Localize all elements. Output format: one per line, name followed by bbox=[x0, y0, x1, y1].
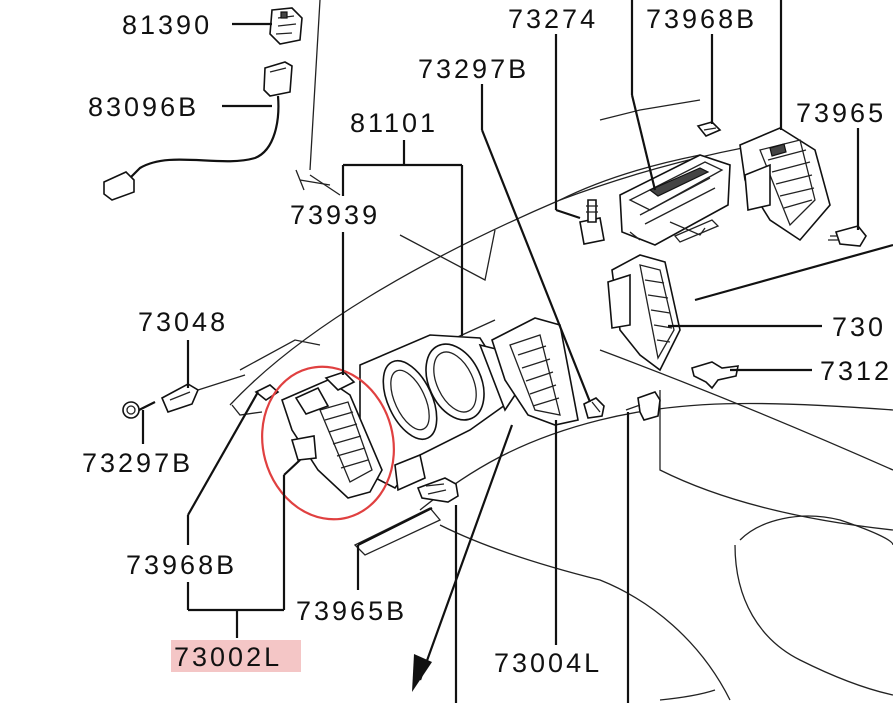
label-73939: 73939 bbox=[290, 200, 380, 230]
label-81101: 81101 bbox=[350, 108, 438, 138]
part-73965B-screw bbox=[416, 477, 459, 503]
part-73004L-cluster-bezel bbox=[359, 334, 516, 492]
part-73968B-clip-top bbox=[696, 121, 722, 137]
label-73048: 73048 bbox=[138, 307, 228, 337]
part-73274-center-vent bbox=[619, 154, 731, 246]
part-7312-bracket bbox=[691, 361, 740, 390]
highlight-circle bbox=[261, 365, 395, 521]
part-screw-right bbox=[828, 225, 867, 247]
part-screw-center bbox=[583, 397, 605, 419]
part-73297B-left-screw bbox=[122, 401, 140, 419]
label-73274: 73274 bbox=[508, 4, 598, 34]
label-73968B-left: 73968B bbox=[126, 550, 237, 580]
part-73968B-side-vent bbox=[491, 317, 579, 426]
label-73968B-top: 73968B bbox=[646, 4, 757, 34]
label-73297B-top: 73297B bbox=[418, 54, 529, 84]
label-73965-right: 73965 bbox=[796, 98, 886, 128]
part-73002L-left-vent bbox=[281, 379, 383, 499]
label-73297B-left: 73297B bbox=[82, 448, 193, 478]
label-83096B: 83096B bbox=[88, 92, 199, 122]
assembly-arrow bbox=[412, 424, 514, 692]
part-clip-bracket bbox=[625, 391, 661, 421]
part-81390-switch bbox=[269, 7, 303, 45]
label-7312-right: 7312 bbox=[820, 356, 892, 386]
part-73939-clip bbox=[324, 371, 356, 391]
label-73965B: 73965B bbox=[296, 596, 407, 626]
dashboard-outline bbox=[229, 0, 893, 701]
label-81390: 81390 bbox=[122, 10, 212, 40]
part-73048-pin bbox=[160, 374, 246, 413]
part-bolt-top bbox=[579, 199, 605, 245]
part-730-mid-vent bbox=[607, 254, 681, 372]
label-73004L: 73004L bbox=[494, 648, 602, 678]
leader-lines bbox=[138, 0, 860, 703]
highlight-label-bg bbox=[171, 640, 301, 672]
part-83096B-harness bbox=[103, 61, 293, 201]
part-number-labels: 81390 83096B 73274 73968B 73297B 81101 7… bbox=[82, 4, 892, 678]
part-73965-right-vent bbox=[739, 127, 831, 242]
label-730-right: 730 bbox=[832, 312, 886, 342]
part-73968B-clip-left bbox=[254, 384, 280, 401]
label-73002L: 73002L bbox=[174, 642, 282, 672]
